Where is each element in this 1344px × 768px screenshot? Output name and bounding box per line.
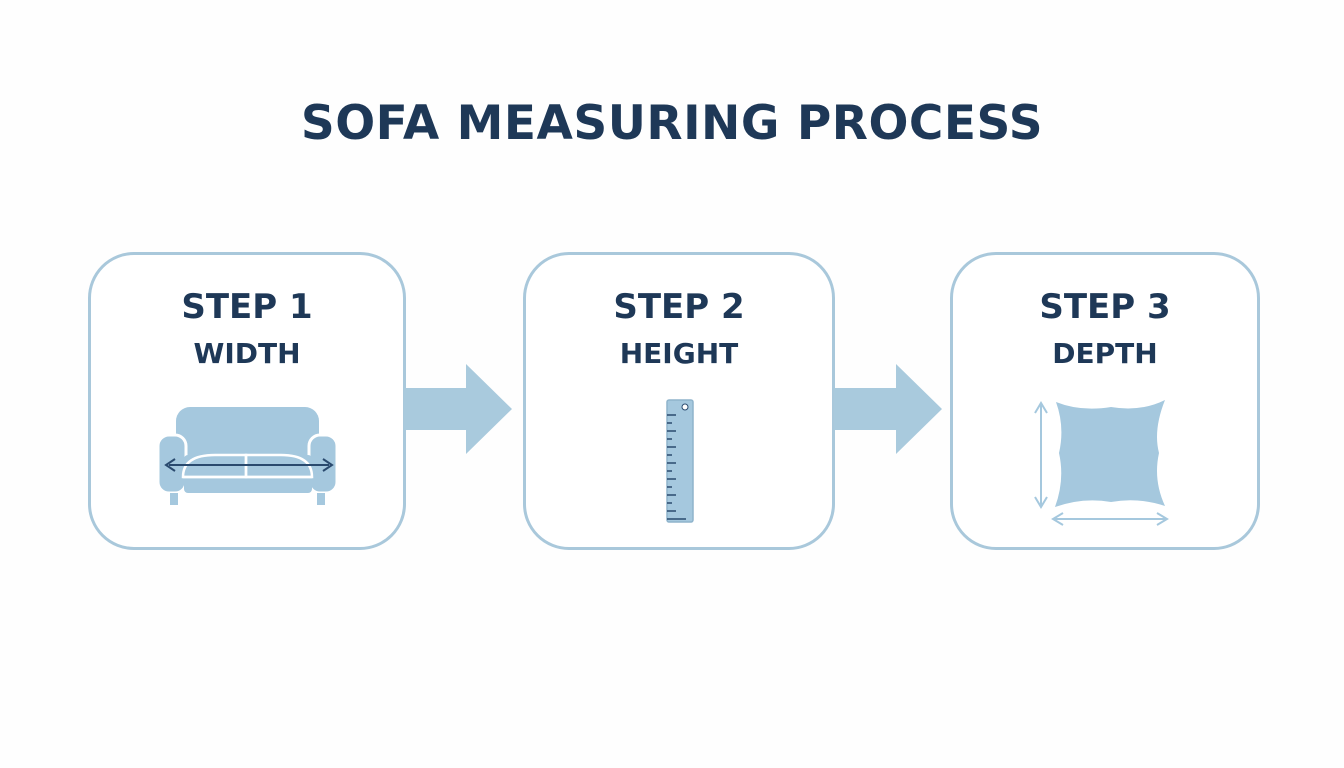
arrow-right-icon bbox=[404, 364, 512, 454]
step-card-depth: STEP 3 DEPTH bbox=[950, 252, 1260, 550]
arrow-right-icon bbox=[834, 364, 942, 454]
step-card-width: STEP 1 WIDTH bbox=[88, 252, 406, 550]
sofa-width-icon bbox=[156, 407, 339, 505]
page-title: SOFA MEASURING PROCESS bbox=[300, 96, 1044, 151]
step-label: DEPTH bbox=[1052, 337, 1158, 370]
step-number: STEP 2 bbox=[613, 287, 745, 327]
step-number: STEP 3 bbox=[1039, 287, 1171, 327]
ruler-height-icon bbox=[666, 399, 694, 523]
step-number: STEP 1 bbox=[181, 287, 313, 327]
step-label: WIDTH bbox=[193, 337, 301, 370]
step-card-height: STEP 2 HEIGHT bbox=[523, 252, 835, 550]
cushion-depth-icon bbox=[1034, 400, 1169, 526]
step-label: HEIGHT bbox=[619, 337, 739, 370]
